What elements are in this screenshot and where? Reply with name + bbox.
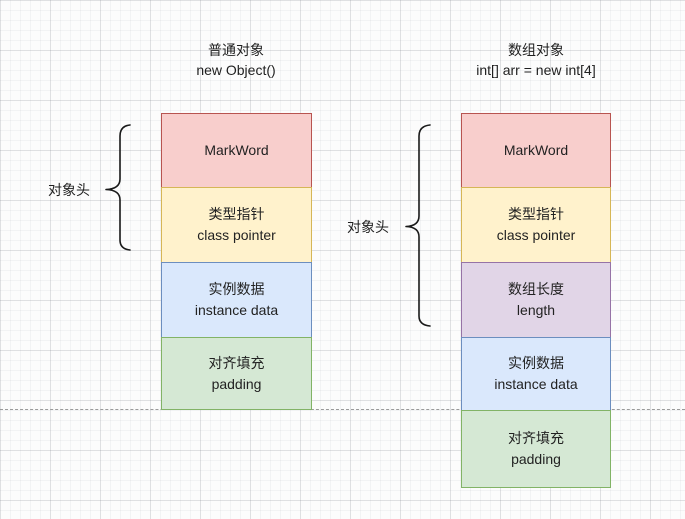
right-block-padding-label-cn: 对齐填充 [508,430,564,446]
alignment-dashed-line [0,409,685,410]
left-block-instance-data-label-en: instance data [194,302,279,318]
right-block-instance-data-label-cn: 实例数据 [508,355,564,371]
left-block-instance-data-label-cn: 实例数据 [208,281,265,297]
right-block-mark-word-label: MarkWord [503,142,569,158]
left-object-header-brace [105,124,131,251]
right-object-title-code: int[] arr = new int[4] [476,62,596,78]
right-object-header-label: 对象头 [347,219,389,235]
left-block-padding[interactable]: 对齐填充 padding [161,337,312,410]
right-block-class-pointer-label-en: class pointer [496,227,576,243]
left-block-class-pointer-label-cn: 类型指针 [208,206,265,222]
right-block-array-length-label-en: length [516,302,556,318]
left-object-header-label: 对象头 [48,182,90,198]
right-object-title: 数组对象 int[] arr = new int[4] [426,40,646,80]
right-object-header-brace [405,124,431,327]
right-block-array-length-label-cn: 数组长度 [508,281,564,297]
right-block-padding-label-en: padding [511,451,561,467]
left-block-class-pointer[interactable]: 类型指针 class pointer [161,187,312,263]
left-block-mark-word-label: MarkWord [204,142,269,158]
left-block-instance-data[interactable]: 实例数据 instance data [161,262,312,338]
left-block-class-pointer-label-en: class pointer [197,227,276,243]
right-block-padding[interactable]: 对齐填充 padding [461,410,611,488]
right-object-title-cn: 数组对象 [508,42,564,58]
right-block-class-pointer-label-cn: 类型指针 [508,206,564,222]
left-object-title-cn: 普通对象 [208,42,264,58]
left-object-title: 普通对象 new Object() [126,40,346,80]
left-object-title-code: new Object() [196,62,276,78]
right-block-mark-word[interactable]: MarkWord [461,113,611,188]
left-block-padding-label-cn: 对齐填充 [208,354,265,371]
right-block-array-length[interactable]: 数组长度 length [461,262,611,338]
left-block-mark-word[interactable]: MarkWord [161,113,312,188]
right-block-class-pointer[interactable]: 类型指针 class pointer [461,187,611,263]
right-block-instance-data-label-en: instance data [494,376,578,392]
left-block-padding-label-en: padding [211,375,262,392]
right-block-instance-data[interactable]: 实例数据 instance data [461,337,611,411]
